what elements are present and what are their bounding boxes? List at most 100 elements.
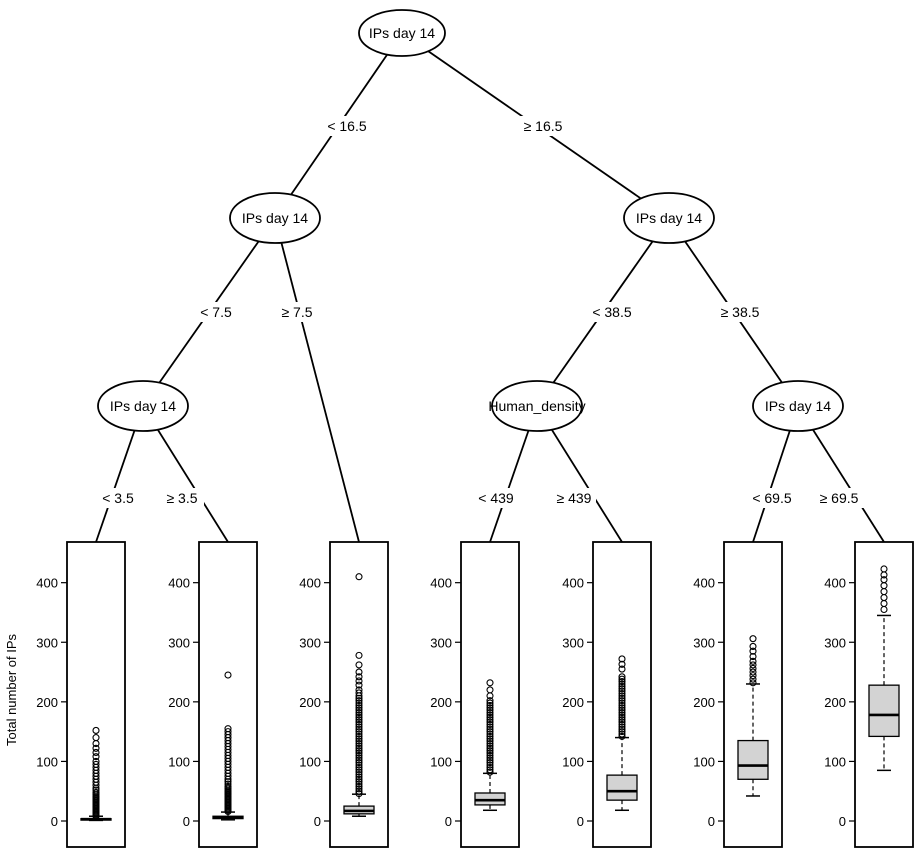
outlier-point [355, 701, 363, 709]
split-label-background [813, 488, 865, 508]
outlier-point [618, 723, 626, 731]
outlier-point [618, 732, 626, 740]
outlier-point [486, 751, 494, 760]
outlier-point [618, 694, 626, 702]
split-label-text: < 16.5 [327, 118, 367, 134]
split-node: Human_density [488, 380, 586, 432]
outlier-point [486, 711, 494, 719]
outlier-point [880, 576, 888, 584]
outlier-point [355, 711, 363, 719]
outlier-point [355, 768, 363, 776]
outlier-point [618, 718, 626, 726]
outlier-point [355, 573, 363, 581]
y-tick-label: 300 [430, 635, 452, 650]
outlier-point [486, 699, 494, 707]
split-labels: < 16.5≥ 16.5< 7.5≥ 7.5< 3.5≥ 3.5< 38.5≥ … [96, 116, 865, 508]
outlier-point [486, 732, 494, 740]
outlier-point [618, 665, 626, 673]
outlier-point [749, 642, 757, 650]
outlier-point [355, 681, 363, 689]
split-label-text: ≥ 439 [557, 490, 592, 506]
split-label: ≥ 16.5 [517, 116, 569, 136]
y-tick-label: 0 [708, 814, 715, 829]
split-node-ellipse [752, 380, 844, 432]
outlier-point [486, 756, 494, 764]
outlier-point [92, 760, 100, 768]
outlier-point [355, 686, 363, 694]
outlier-point [618, 725, 626, 733]
outlier-point [355, 749, 363, 757]
outlier-point [618, 660, 626, 668]
split-label-background [160, 488, 204, 508]
y-tick-label: 300 [168, 635, 190, 650]
outlier-point [355, 720, 363, 729]
outlier-point [486, 713, 494, 721]
outlier-point [618, 689, 626, 698]
outlier-point [486, 735, 494, 743]
y-tick-label: 100 [168, 754, 190, 769]
outlier-point [618, 685, 626, 693]
outlier-point [749, 657, 757, 665]
outlier-point [355, 706, 363, 714]
outlier-point [486, 718, 494, 726]
split-node-ellipse [97, 380, 189, 432]
y-tick-label: 100 [299, 754, 321, 769]
outlier-point [355, 723, 363, 731]
outlier-point [618, 730, 626, 738]
split-label-background [552, 488, 596, 508]
split-node-ellipse [623, 192, 715, 244]
outlier-point [355, 699, 363, 707]
outlier-point [618, 701, 626, 709]
y-tick-label: 0 [445, 814, 452, 829]
split-label: ≥ 69.5 [813, 488, 865, 508]
split-label-text: < 439 [478, 490, 514, 506]
outlier-point [618, 697, 626, 705]
outlier-point [92, 748, 100, 757]
outlier-point [486, 706, 494, 714]
y-tick-label: 100 [430, 754, 452, 769]
outlier-point [92, 744, 100, 752]
outlier-point [749, 675, 757, 683]
split-label: < 439 [474, 488, 518, 508]
y-tick-label: 300 [299, 635, 321, 650]
y-tick-label: 200 [824, 695, 846, 710]
outlier-point [486, 737, 494, 745]
split-label-background [474, 488, 518, 508]
split-label-text: < 38.5 [592, 304, 632, 320]
outlier-point [749, 664, 757, 673]
y-axis-title: Total number of IPs [4, 634, 19, 746]
split-label: ≥ 38.5 [714, 302, 766, 322]
split-label: < 38.5 [586, 302, 638, 322]
outlier-point [618, 678, 626, 686]
outlier-point [618, 713, 626, 721]
split-label-text: ≥ 7.5 [281, 304, 312, 320]
outlier-point [355, 787, 363, 795]
leaf-boxplot-panels: 0100200300400010020030040001002003004000… [36, 541, 914, 848]
split-node-label: IPs day 14 [242, 210, 308, 226]
outlier-point [355, 651, 363, 659]
split-node-ellipse [491, 380, 583, 432]
outlier-point [224, 780, 232, 788]
outlier-point [355, 770, 363, 779]
outlier-point [618, 709, 626, 717]
y-tick-label: 400 [430, 576, 452, 591]
y-tick-label: 100 [693, 754, 715, 769]
y-tick-label: 400 [299, 576, 321, 591]
split-label-background [321, 116, 373, 136]
outlier-point [355, 694, 363, 702]
split-label: < 3.5 [96, 488, 140, 508]
outlier-point [486, 768, 494, 776]
y-tick-label: 100 [562, 754, 584, 769]
split-label-text: ≥ 69.5 [820, 490, 859, 506]
split-label: ≥ 7.5 [275, 302, 319, 322]
split-label: ≥ 439 [552, 488, 596, 508]
outlier-point [618, 699, 626, 707]
split-node: IPs day 14 [358, 9, 446, 57]
outlier-point [486, 697, 494, 705]
outlier-point [92, 734, 100, 742]
outlier-point [486, 754, 494, 762]
y-tick-label: 300 [824, 635, 846, 650]
